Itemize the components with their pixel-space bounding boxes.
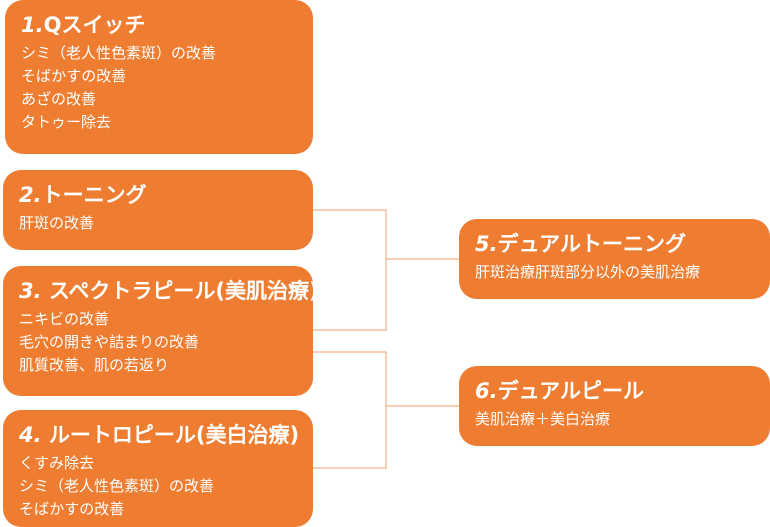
connector-2-3-to-5	[313, 209, 459, 331]
treatment-box-5: 5.デュアルトーニング 肝斑治療肝斑部分以外の美肌治療	[459, 219, 770, 299]
treatment-number: 1.	[21, 13, 44, 37]
benefit-line: 美肌治療＋美白治療	[475, 410, 611, 428]
treatment-title-1: 1.Qスイッチ	[21, 12, 297, 39]
treatment-name: デュアルピール	[497, 379, 644, 403]
treatment-box-4: 4. ルートロピール(美白治療) くすみ除去 シミ（老人性色素斑）の改善 そばか…	[3, 410, 313, 527]
benefit-line: そばかすの改善	[21, 67, 127, 85]
treatment-number: 2.	[19, 183, 42, 207]
benefit-line: シミ（老人性色素斑）の改善	[19, 477, 215, 495]
treatment-box-2: 2.トーニング 肝斑の改善	[3, 170, 313, 250]
treatment-number: 6.	[475, 379, 498, 403]
treatment-name: スペクトラピール(美肌治療)	[41, 279, 319, 303]
benefit-line: タトゥー除去	[21, 113, 112, 131]
treatment-name: ルートロピール(美白治療)	[41, 423, 300, 447]
benefit-line: 肝斑の改善	[19, 214, 95, 232]
benefit-line: くすみ除去	[19, 454, 95, 472]
benefit-line: ニキビの改善	[19, 310, 110, 328]
benefit-line: 肝斑治療肝斑部分以外の美肌治療	[475, 263, 701, 281]
benefit-line: そばかすの改善	[19, 500, 125, 518]
treatment-box-1: 1.Qスイッチ シミ（老人性色素斑）の改善 そばかすの改善 あざの改善 タトゥー…	[5, 0, 313, 154]
treatment-box-6: 6.デュアルピール 美肌治療＋美白治療	[459, 366, 770, 446]
treatment-number: 3.	[19, 279, 42, 303]
treatment-number: 5.	[475, 232, 498, 256]
treatment-title-5: 5.デュアルトーニング	[475, 231, 754, 258]
treatment-number: 4.	[19, 423, 42, 447]
treatment-box-3: 3. スペクトラピール(美肌治療) ニキビの改善 毛穴の開きや詰まりの改善 肌質…	[3, 266, 319, 396]
treatment-name: トーニング	[41, 183, 147, 207]
treatment-title-3: 3. スペクトラピール(美肌治療)	[19, 278, 319, 305]
treatment-name: Qスイッチ	[43, 13, 146, 37]
connector-3-4-to-6	[313, 351, 459, 469]
benefit-line: シミ（老人性色素斑）の改善	[21, 44, 217, 62]
benefit-line: 毛穴の開きや詰まりの改善	[19, 333, 200, 351]
treatment-title-6: 6.デュアルピール	[475, 378, 754, 405]
treatment-title-2: 2.トーニング	[19, 182, 297, 209]
treatment-title-4: 4. ルートロピール(美白治療)	[19, 422, 300, 449]
benefit-line: 肌質改善、肌の若返り	[19, 356, 170, 374]
benefit-line: あざの改善	[21, 90, 97, 108]
treatment-name: デュアルトーニング	[497, 232, 686, 256]
